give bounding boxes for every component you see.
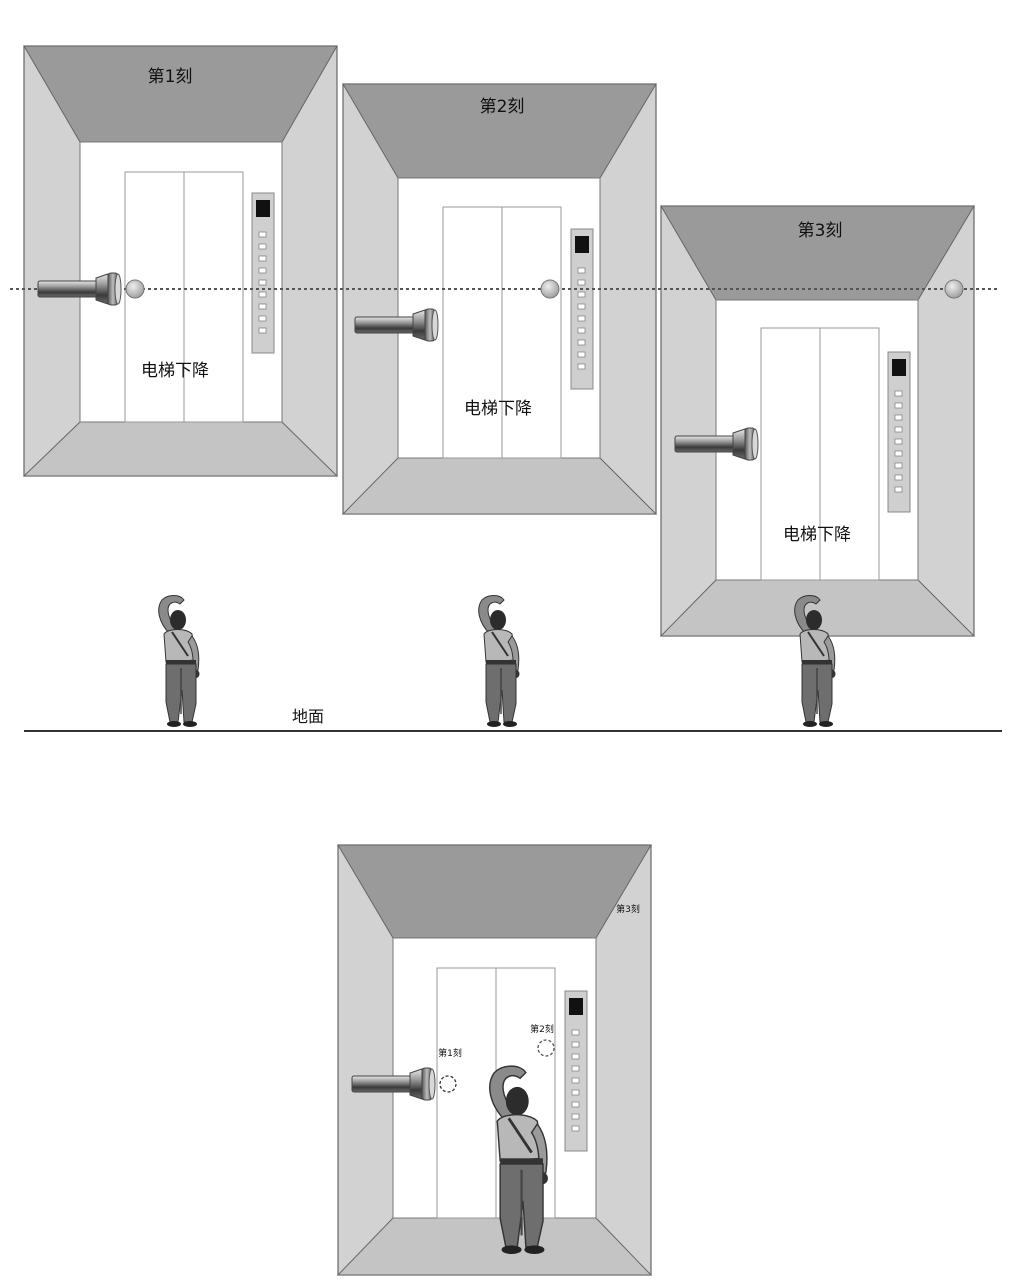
elevator-inside-view: 第1刻 第2刻 第3刻 [338,845,651,1275]
motion-label: 电梯下降 [464,399,532,419]
elevator-moment-2: 第2刻 电梯下降 [343,84,656,514]
ground-label: 地面 [292,707,324,726]
button-panel [571,229,593,389]
elevator-floor [338,1218,651,1275]
light-spot-icon [541,280,559,298]
elevator-ceiling [338,845,651,938]
elevator-floor [24,422,337,476]
moment2-label: 第2刻 [530,1023,554,1035]
observer-person-icon [479,596,520,728]
button-panel [565,991,587,1151]
button-panel [252,193,274,353]
moment1-label: 第1刻 [438,1047,462,1059]
moment-label: 第2刻 [480,97,525,117]
button-panel [888,352,910,512]
elevator-moment-1: 第1刻 电梯下降 [24,46,337,476]
moment-label: 第3刻 [798,221,843,241]
elevator-moment-3: 第3刻 电梯下降 [661,206,974,636]
moment3-label: 第3刻 [616,903,640,915]
light-spot-icon [126,280,144,298]
motion-label: 电梯下降 [783,525,851,545]
elevator-floor [343,458,656,514]
motion-label: 电梯下降 [141,361,209,381]
moment-label: 第1刻 [148,67,193,87]
light-spot-icon [945,280,963,298]
observer-person-icon [159,596,200,728]
